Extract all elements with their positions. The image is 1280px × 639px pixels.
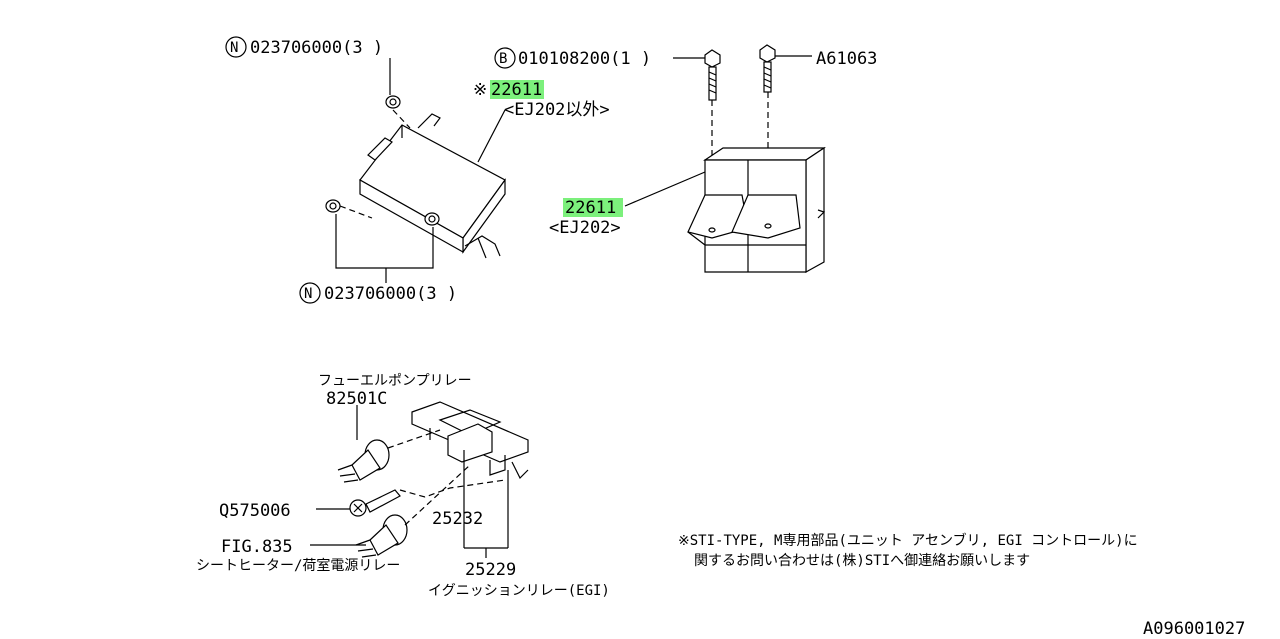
screw-icon: [349, 489, 401, 517]
callout-n-top[interactable]: N 023706000(3 ): [225, 36, 383, 58]
part-name: イグニッションリレー(EGI): [428, 583, 610, 599]
seat-heater-relay-icon: [355, 514, 408, 558]
relay-assembly-drawing: [310, 401, 529, 558]
callout-b-bolt[interactable]: B 010108200(1 ): [494, 47, 651, 69]
callout-n-bottom[interactable]: N 023706000(3 ): [299, 282, 457, 304]
part-number: 22611: [565, 198, 616, 218]
highlight: [563, 198, 623, 217]
part-label-q575006[interactable]: Q575006: [219, 501, 291, 521]
ecu-upper-drawing: [325, 58, 506, 283]
callout-symbol: B: [499, 51, 507, 67]
part-name: シートヒーター/荷室電源リレー: [196, 557, 400, 574]
callout-part-number: A61063: [816, 49, 877, 69]
part-label-22611-lower[interactable]: 22611 <EJ202>: [549, 198, 623, 238]
fuel-pump-relay-icon: [337, 439, 390, 483]
part-label-25232[interactable]: 25232: [432, 509, 483, 529]
footnote-line-2: 関するお問い合わせは(株)STIへ御連絡お願いします: [694, 553, 1030, 569]
part-number: 82501C: [326, 389, 387, 409]
part-number: 22611: [491, 80, 542, 100]
callout-part-number: 023706000(3 ): [324, 284, 457, 304]
part-note: <EJ202>: [549, 218, 621, 238]
callout-symbol: N: [304, 286, 312, 302]
nut-left-icon: [325, 199, 341, 213]
callout-part-number: 010108200(1 ): [518, 49, 651, 69]
part-label-22611-upper[interactable]: ※ 22611 <EJ202以外>: [473, 80, 610, 120]
part-label-25229[interactable]: 25229 イグニッションリレー(EGI): [428, 560, 610, 599]
highlight: [490, 80, 544, 99]
figure-reference: FIG.835: [221, 537, 293, 557]
part-note: <EJ202以外>: [504, 100, 610, 120]
part-number: 25232: [432, 509, 483, 529]
callout-symbol: N: [230, 40, 238, 56]
part-name: フューエルポンプリレー: [318, 373, 472, 389]
footnote: ※STI-TYPE, M専用部品(ユニット アセンブリ, EGI コントロール)…: [678, 532, 1138, 569]
diagram-id: A096001027: [1143, 619, 1245, 639]
bolt-b-icon: [704, 49, 721, 101]
ecu-lower-drawing: [624, 44, 826, 274]
part-label-fig835[interactable]: FIG.835 シートヒーター/荷室電源リレー: [196, 537, 400, 574]
note-marker: ※: [473, 80, 487, 100]
callout-part-number: 023706000(3 ): [250, 38, 383, 58]
callout-a-bolt[interactable]: A61063: [816, 49, 877, 69]
part-label-82501c[interactable]: フューエルポンプリレー 82501C: [318, 373, 472, 409]
bolt-a-icon: [759, 44, 776, 93]
footnote-line-1: ※STI-TYPE, M専用部品(ユニット アセンブリ, EGI コントロール)…: [678, 532, 1138, 549]
nut-top-icon: [385, 95, 401, 109]
part-number: 25229: [465, 560, 516, 580]
nut-right-icon: [424, 212, 440, 226]
part-number: Q575006: [219, 501, 291, 521]
